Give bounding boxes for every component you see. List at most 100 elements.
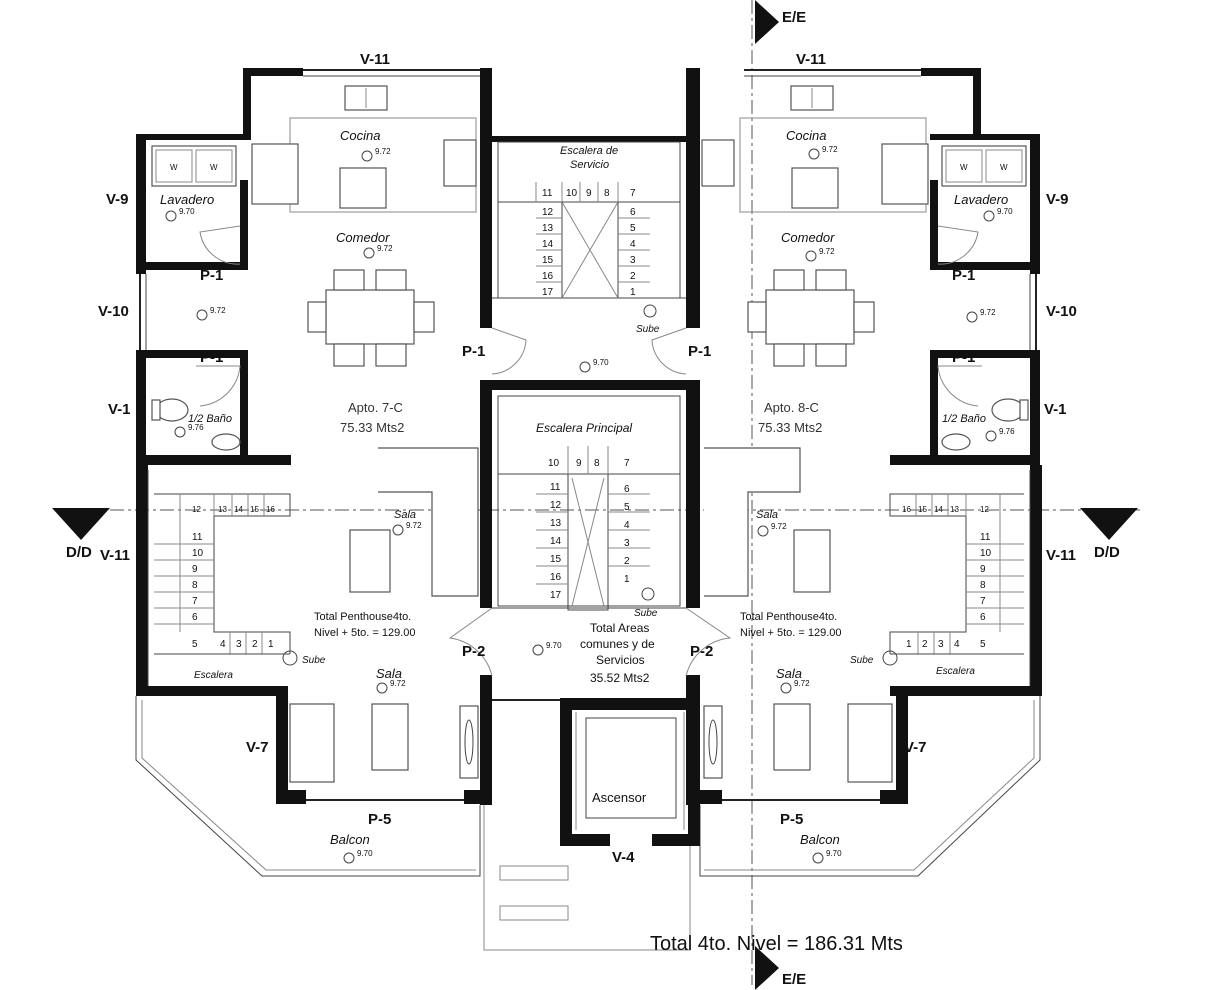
stair-num: 11 [192,532,203,543]
stair-num: 9 [576,458,582,469]
room-lavadero-left: Lavadero [160,192,214,207]
stair-num: 6 [192,612,198,623]
door-tag-p1-bano-left: P-1 [200,349,223,366]
window-tag-v9-right: V-9 [1046,191,1069,208]
window-tag-v11-top-right: V-11 [796,51,826,68]
stair-num: 14 [542,239,554,250]
stair-num: 11 [542,188,553,199]
door-tag-p5-left: P-5 [368,811,391,828]
elev-bano-right: 9.76 [985,427,1015,442]
room-comedor-right: Comedor [781,230,835,245]
elev-sala2-right: 9.72 [780,679,810,694]
svg-text:9.72: 9.72 [771,522,787,531]
svg-text:9.70: 9.70 [179,207,195,216]
stair-num: 7 [630,188,636,199]
svg-text:9.72: 9.72 [794,679,810,688]
svg-text:9.70: 9.70 [546,641,562,650]
window-tag-v10-right: V-10 [1046,303,1077,320]
stair-num: 5 [980,639,986,650]
penthouse-left-line2: Nivel + 5to. = 129.00 [314,627,416,639]
stair-num: 5 [192,639,198,650]
room-sala-lower-right: Sala [776,666,802,681]
section-marker-ee-bottom: E/E [755,946,806,990]
sube-left: Sube [302,655,326,666]
stair-num: 3 [624,538,630,549]
stair-num: 12 [542,207,554,218]
stair-num: 4 [624,520,630,531]
stair-num: 14 [234,505,243,514]
right-apt-stair-numbers: 16 15 14 13 12 11 10 9 8 7 6 1 2 3 4 5 [902,505,992,650]
penthouse-right-line1: Total Penthouse4to. [740,611,837,623]
svg-text:9.76: 9.76 [999,427,1015,436]
svg-text:9.72: 9.72 [375,147,391,156]
window-tag-v10-left: V-10 [98,303,129,320]
stair-num: 13 [218,505,227,514]
left-apartment-walls [135,68,492,877]
stair-num: 1 [268,639,274,650]
room-balcon-left: Balcon [330,832,370,847]
room-bano-left: 1/2 Baño [188,413,232,425]
window-tag-v7-right: V-7 [904,739,927,756]
door-tag-p1-core-right: P-1 [688,343,711,360]
stair-num: 12 [192,505,201,514]
stair-num: 3 [938,639,944,650]
window-tag-v1-right: V-1 [1044,401,1067,418]
common-line4: 35.52 Mts2 [590,671,650,685]
stair-num: 2 [252,639,258,650]
svg-text:9.70: 9.70 [593,358,609,367]
door-tag-p1-lav-right: P-1 [952,267,975,284]
elev-cocina-right: 9.72 [808,145,838,160]
svg-text:9.72: 9.72 [210,306,226,315]
elev-balcon-right: 9.70 [812,849,842,864]
svg-text:9.72: 9.72 [980,308,996,317]
common-line2: comunes y de [580,637,655,651]
sube-right: Sube [850,655,874,666]
room-bano-right: 1/2 Baño [942,413,986,425]
common-line1: Total Areas [590,621,649,635]
apt-right-area: 75.33 Mts2 [758,420,822,435]
stair-num: 13 [542,223,554,234]
elev-comedor-right: 9.72 [805,247,835,262]
stair-num: 4 [220,639,226,650]
section-label-ee-top: E/E [782,9,806,26]
stair-num: 6 [630,207,636,218]
apt-right-name: Apto. 8-C [764,400,819,415]
elev-comedor-left: 9.72 [363,244,393,259]
stair-num: 2 [624,556,630,567]
stair-num: 11 [980,532,991,543]
room-sala-upper-right: Sala [756,509,778,521]
window-tag-v7-left: V-7 [246,739,269,756]
room-cocina-left: Cocina [340,128,380,143]
service-stair: Escalera de Servicio 11 10 9 8 7 12 13 1… [498,145,680,335]
stair-num: 7 [980,596,986,607]
total-area-label: Total 4to. Nivel = 186.31 Mts [650,933,903,955]
stair-num: 7 [624,458,630,469]
room-comedor-left: Comedor [336,230,390,245]
section-label-dd-left: D/D [66,544,92,561]
door-tag-p1-core-left: P-1 [462,343,485,360]
elev-hall-left: 9.72 [196,306,226,321]
stair-num: 10 [548,458,560,469]
elev-sala-left: 9.72 [392,521,422,536]
elev-core-top: 9.70 [579,358,609,373]
elev-bano-left: 9.76 [174,423,204,438]
stair-num: 16 [550,572,562,583]
service-stair-label-1: Escalera de [560,145,618,157]
stair-num: 10 [980,548,992,559]
door-tag-p5-right: P-5 [780,811,803,828]
stair-num: 5 [630,223,636,234]
stair-num: 15 [542,255,554,266]
room-escalera-right: Escalera [936,666,975,677]
right-apartment-walls [686,68,1042,877]
svg-text:9.70: 9.70 [826,849,842,858]
stair-num: 12 [550,500,562,511]
stair-num: 16 [902,505,911,514]
svg-text:9.70: 9.70 [997,207,1013,216]
main-stair: Escalera Principal 10 9 8 7 11 12 13 14 … [498,421,680,619]
room-sala-lower-left: Sala [376,666,402,681]
stair-num: 12 [980,505,989,514]
elevation-markers: 9.72 9.70 9.72 9.72 9.76 9.72 9.72 9.70 … [165,145,1015,864]
section-marker-ee-top: E/E [751,0,806,985]
penthouse-right-line2: Nivel + 5to. = 129.00 [740,627,842,639]
left-furniture: W W [151,85,479,783]
